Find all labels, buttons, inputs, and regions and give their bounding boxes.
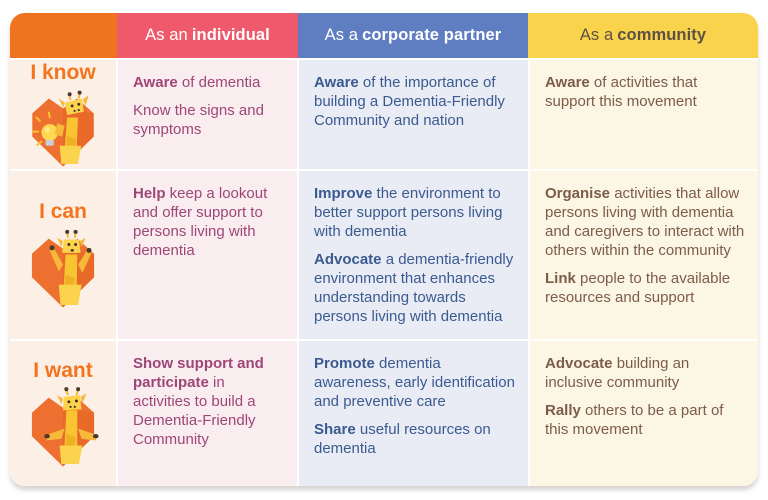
cell-can-community: Organise activities that allow persons l… [530, 171, 758, 339]
cell-want-corporate: Promote dementia awareness, early identi… [299, 341, 528, 486]
table-body: I know [10, 60, 758, 486]
header-corporate-prefix: As a [324, 26, 359, 44]
row-label-cell-can: I can [10, 171, 116, 339]
row-label: I can [39, 200, 87, 223]
header-community-bold: community [617, 26, 707, 44]
statement: Aware of dementia [133, 74, 261, 91]
statement: Rally others to be a part of this moveme… [545, 402, 724, 438]
statement: Organise activities that allow persons l… [545, 185, 745, 259]
row-label-cell-know: I know [10, 60, 116, 169]
cell-know-individual: Aware of dementia Know the signs and sym… [118, 60, 297, 169]
cell-can-individual: Help keep a lookout and offer support to… [118, 171, 297, 339]
statement: Advocate a dementia-friendly environment… [314, 251, 514, 325]
statement: Link people to the available resources a… [545, 270, 731, 306]
header-cell-community: As a community [528, 13, 758, 58]
giraffe-open-arms-shield-icon [31, 387, 99, 467]
header-individual-bold: individual [191, 26, 270, 44]
statement: Improve the environment to better suppor… [314, 185, 503, 240]
header-community-prefix: As a [579, 26, 614, 44]
header-individual-prefix: As an [145, 26, 188, 44]
header-cell-individual: As an individual [117, 13, 298, 58]
statement: Advocate building an inclusive community [545, 355, 690, 391]
statement: Help keep a lookout and offer support to… [133, 185, 268, 259]
statement: Share useful resources on dementia [314, 421, 491, 457]
cell-want-community: Advocate building an inclusive community… [530, 341, 758, 486]
cell-want-individual: Show support and participate in activiti… [118, 341, 297, 486]
cell-can-corporate: Improve the environment to better suppor… [299, 171, 528, 339]
giraffe-arms-up-shield-icon [31, 229, 95, 308]
statement: Know the signs and symptoms [133, 102, 264, 138]
statement: Aware of activities that support this mo… [545, 74, 698, 110]
statement: Show support and participate in activiti… [133, 355, 264, 448]
dementia-friendly-matrix: As an individual As a corporate partner … [10, 13, 758, 486]
row-label: I want [33, 359, 93, 382]
cell-know-corporate: Aware of the importance of building a De… [299, 60, 528, 169]
giraffe-idea-shield-icon [32, 90, 94, 167]
row-label: I know [30, 61, 96, 84]
header-cell-empty [10, 13, 117, 58]
statement: Aware of the importance of building a De… [314, 74, 505, 129]
table-header-row: As an individual As a corporate partner … [10, 13, 758, 58]
header-cell-corporate: As a corporate partner [298, 13, 528, 58]
row-label-cell-want: I want [10, 341, 116, 486]
statement: Promote dementia awareness, early identi… [314, 355, 515, 410]
header-corporate-bold: corporate partner [362, 26, 502, 44]
cell-know-community: Aware of activities that support this mo… [530, 60, 758, 169]
